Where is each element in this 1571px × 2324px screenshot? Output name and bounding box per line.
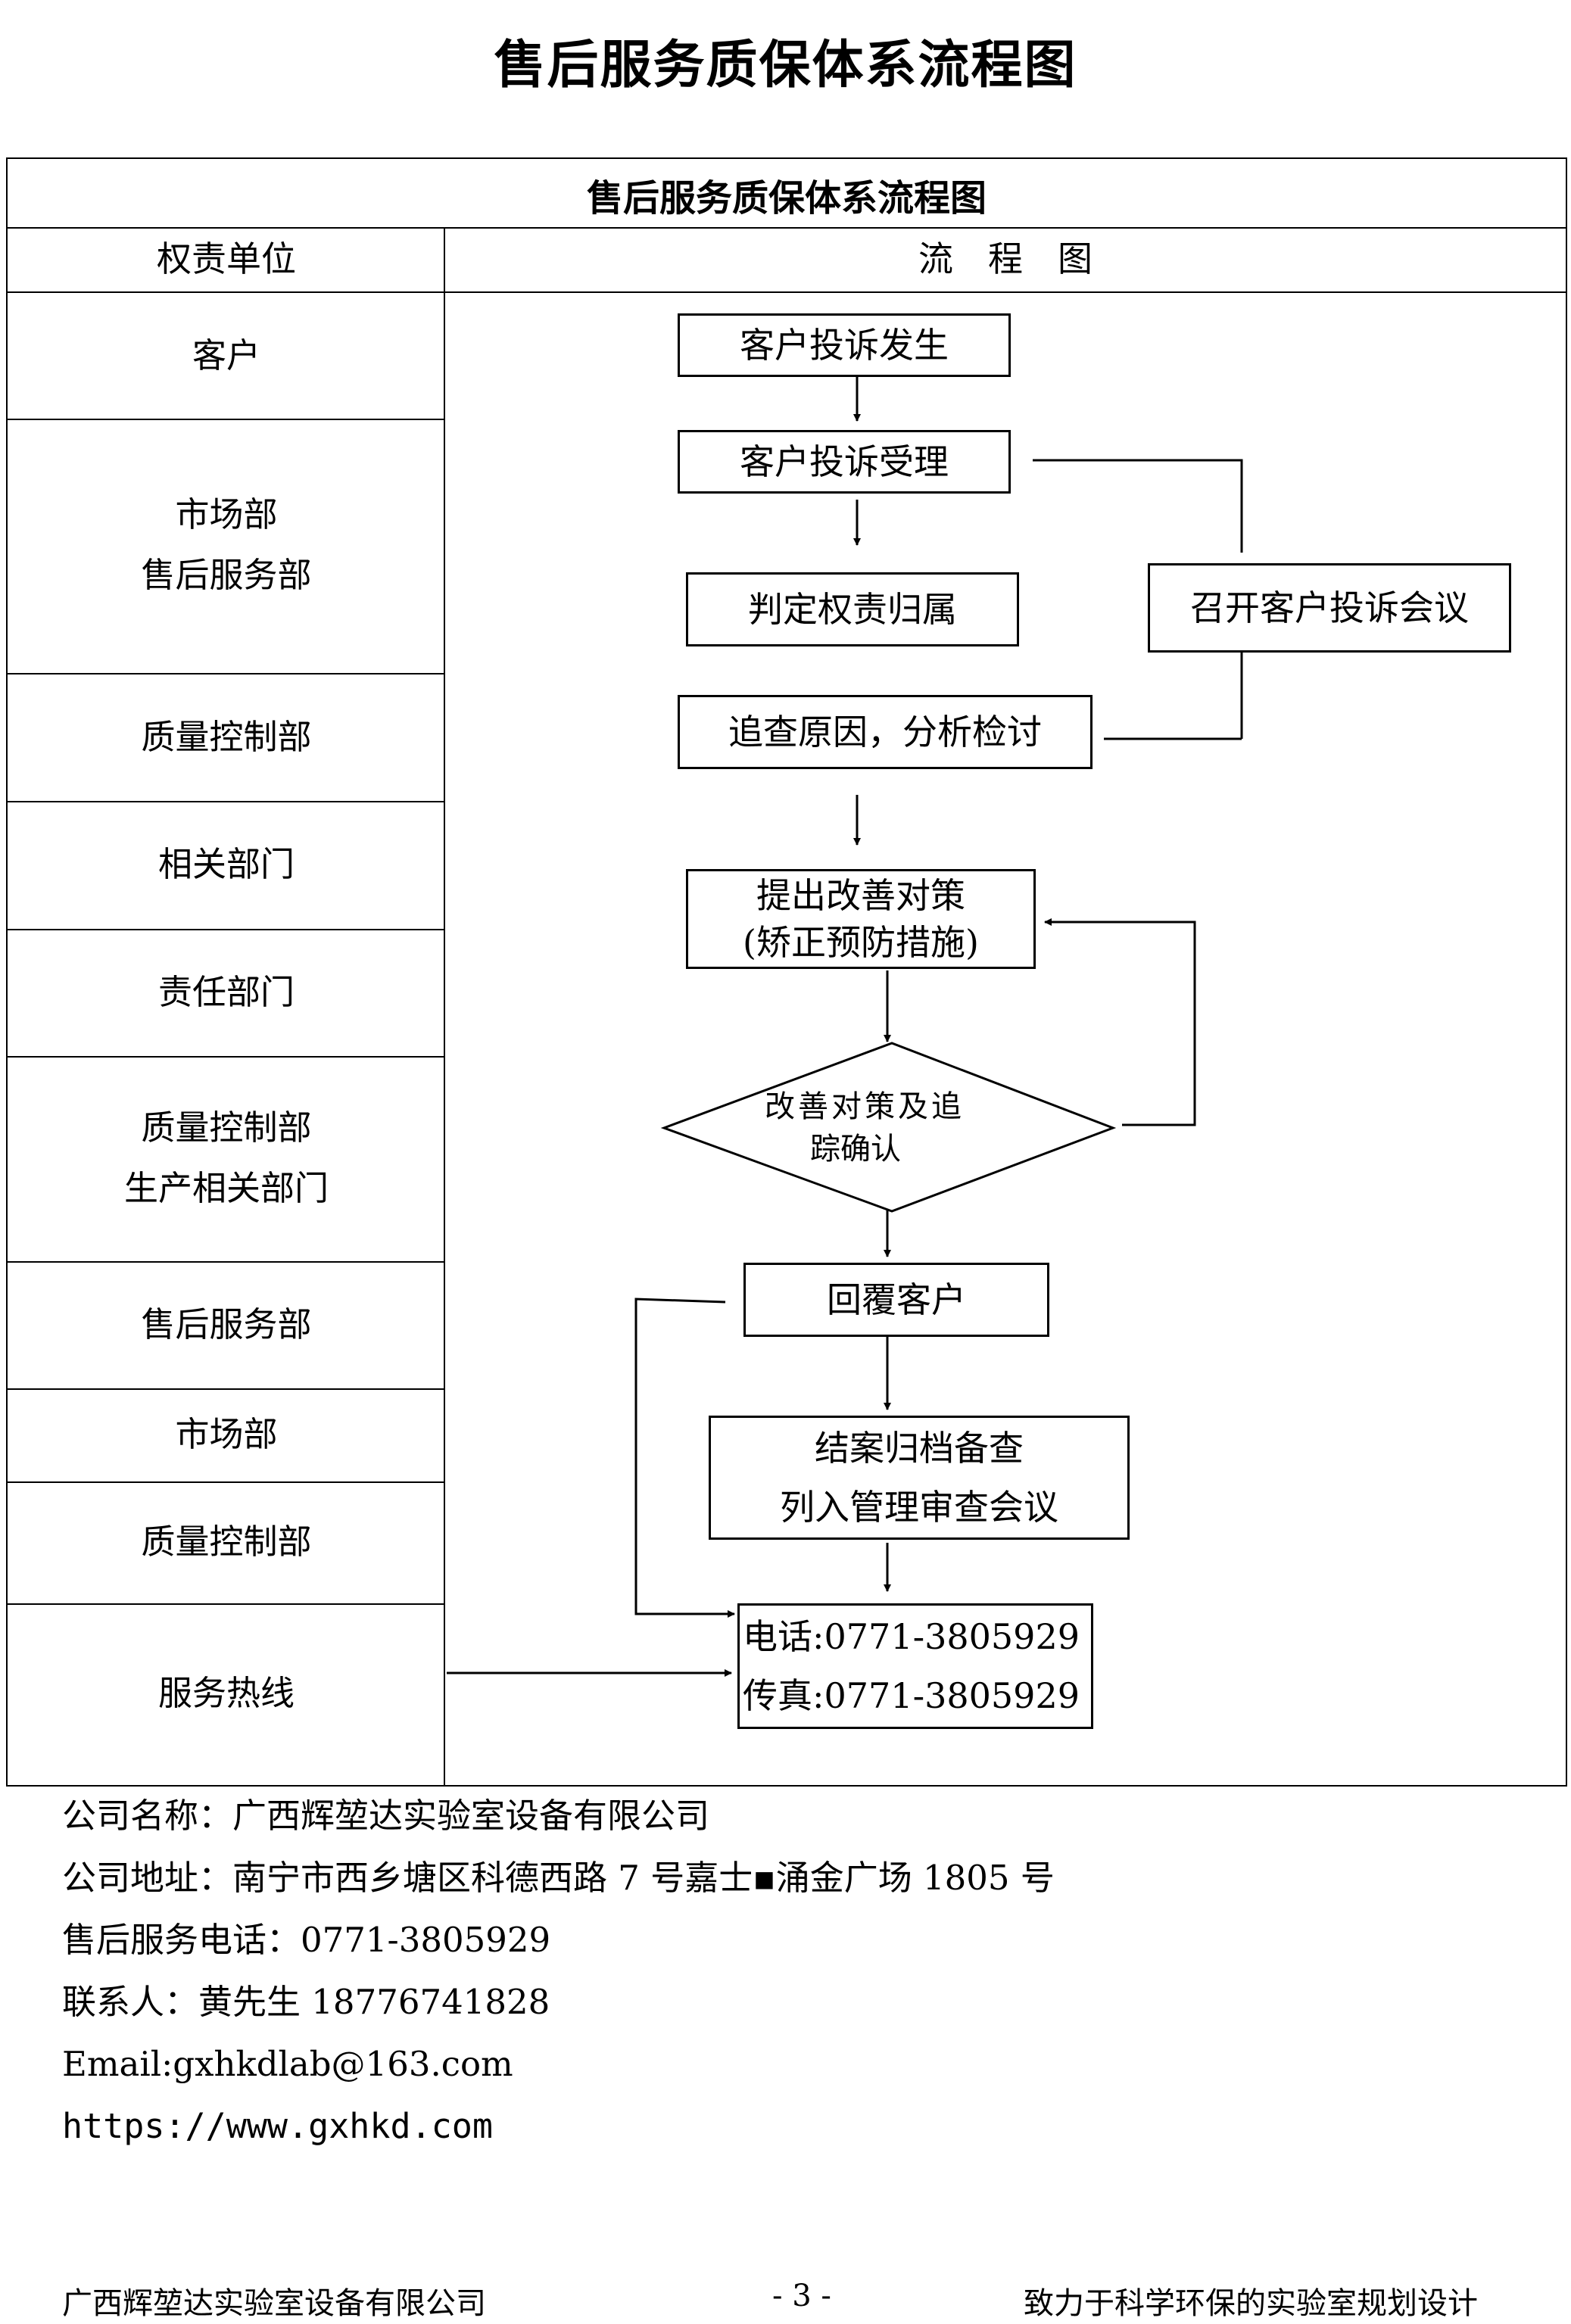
confirm-text: 改善对策及追踪确认 [765, 1089, 965, 1167]
company-address: 公司地址：南宁市西乡塘区科德西路 7 号嘉士▪涌金广场 1805 号 [62, 1858, 1055, 1898]
website-link[interactable]: https://www.gxhkd.com [62, 2106, 493, 2146]
box-complaint-accepted: 客户投诉受理 [678, 430, 1011, 494]
company-name: 公司名称：广西辉堃达实验室设备有限公司 [62, 1796, 710, 1836]
box-hold-meeting: 召开客户投诉会议 [1148, 563, 1511, 653]
box-determine-responsibility: 判定权责归属 [686, 572, 1019, 646]
header-responsibility: 权责单位 [157, 238, 296, 279]
box-contact-numbers: 电话:0771-3805929 传真:0771-3805929 [737, 1603, 1093, 1729]
fax-number: 传真:0771-3805929 [743, 1675, 1080, 1716]
footer-company: 广西辉堃达实验室设备有限公司 [62, 2286, 486, 2321]
unit-qc-production: 质量控制部生产相关部门 [123, 1107, 329, 1208]
header-flowchart: 流 程 图 [918, 238, 1093, 279]
box-complaint-occurs: 客户投诉发生 [678, 313, 1011, 377]
unit-service-hotline: 服务热线 [157, 1673, 295, 1713]
unit-quality-control: 质量控制部 [141, 717, 312, 757]
unit-marketing-aftersales: 市场部售后服务部 [141, 494, 312, 595]
page-number: - 3 - [772, 2279, 831, 2313]
box-investigate: 追查原因，分析检讨 [678, 695, 1093, 769]
box-reply-customer: 回覆客户 [743, 1263, 1049, 1337]
table-title: 售后服务质保体系流程图 [586, 177, 987, 220]
phone-number: 电话:0771-3805929 [743, 1616, 1080, 1657]
unit-quality-control-2: 质量控制部 [141, 1522, 312, 1562]
confirm-diamond [660, 1042, 1117, 1213]
contact-person: 联系人：黄先生 18776741828 [62, 1982, 550, 2022]
document-title: 售后服务质保体系流程图 [494, 36, 1077, 95]
footer-slogan: 致力于科学环保的实验室规划设计 [1024, 2286, 1478, 2321]
unit-marketing: 市场部 [175, 1414, 278, 1454]
unit-related-depts: 相关部门 [157, 844, 295, 884]
box-archive: 结案归档备查列入管理审查会议 [709, 1416, 1130, 1540]
unit-aftersales: 售后服务部 [141, 1304, 312, 1344]
service-phone: 售后服务电话：0771-3805929 [62, 1920, 551, 1960]
box-improvement: 提出改善对策(矫正预防措施) [686, 869, 1036, 969]
unit-customer: 客户 [192, 335, 260, 375]
email: Email:gxhkdlab@163.com [62, 2044, 513, 2084]
company-info: 公司名称：广西辉堃达实验室设备有限公司 公司地址：南宁市西乡塘区科德西路 7 号… [62, 1785, 1055, 2157]
unit-responsible-dept: 责任部门 [157, 972, 295, 1012]
